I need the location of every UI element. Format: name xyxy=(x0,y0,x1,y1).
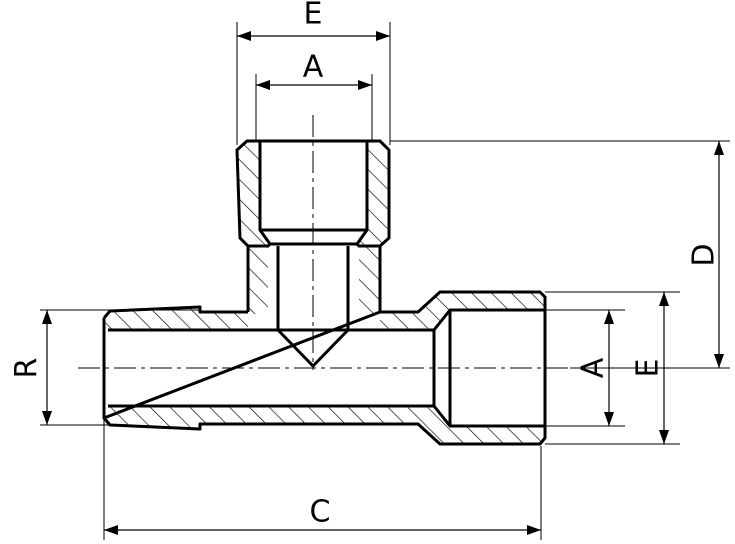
dimension-lines xyxy=(42,31,724,535)
body-lower-wall xyxy=(104,406,545,444)
stem-outer xyxy=(246,246,382,312)
label-R-left: R xyxy=(10,358,45,379)
body-outer-top xyxy=(102,290,547,446)
stem-left-wall xyxy=(248,246,268,314)
main-bore xyxy=(102,318,434,418)
extension-lines xyxy=(40,22,730,540)
label-E-top: E xyxy=(304,0,323,32)
label-A-right: A xyxy=(576,357,611,378)
hatched-walls xyxy=(104,139,545,444)
label-A-top: A xyxy=(303,50,324,85)
center-lines xyxy=(78,115,570,370)
body-upper-wall-right xyxy=(380,292,545,330)
contours xyxy=(102,139,547,446)
stem-right-wall xyxy=(359,246,380,314)
label-E-right: E xyxy=(631,359,666,378)
label-D-right: D xyxy=(687,243,722,266)
right-socket xyxy=(432,308,545,428)
label-C-bottom: C xyxy=(310,495,331,530)
dimension-labels: E A D A E R C xyxy=(10,0,722,530)
drill-cone xyxy=(276,246,350,368)
